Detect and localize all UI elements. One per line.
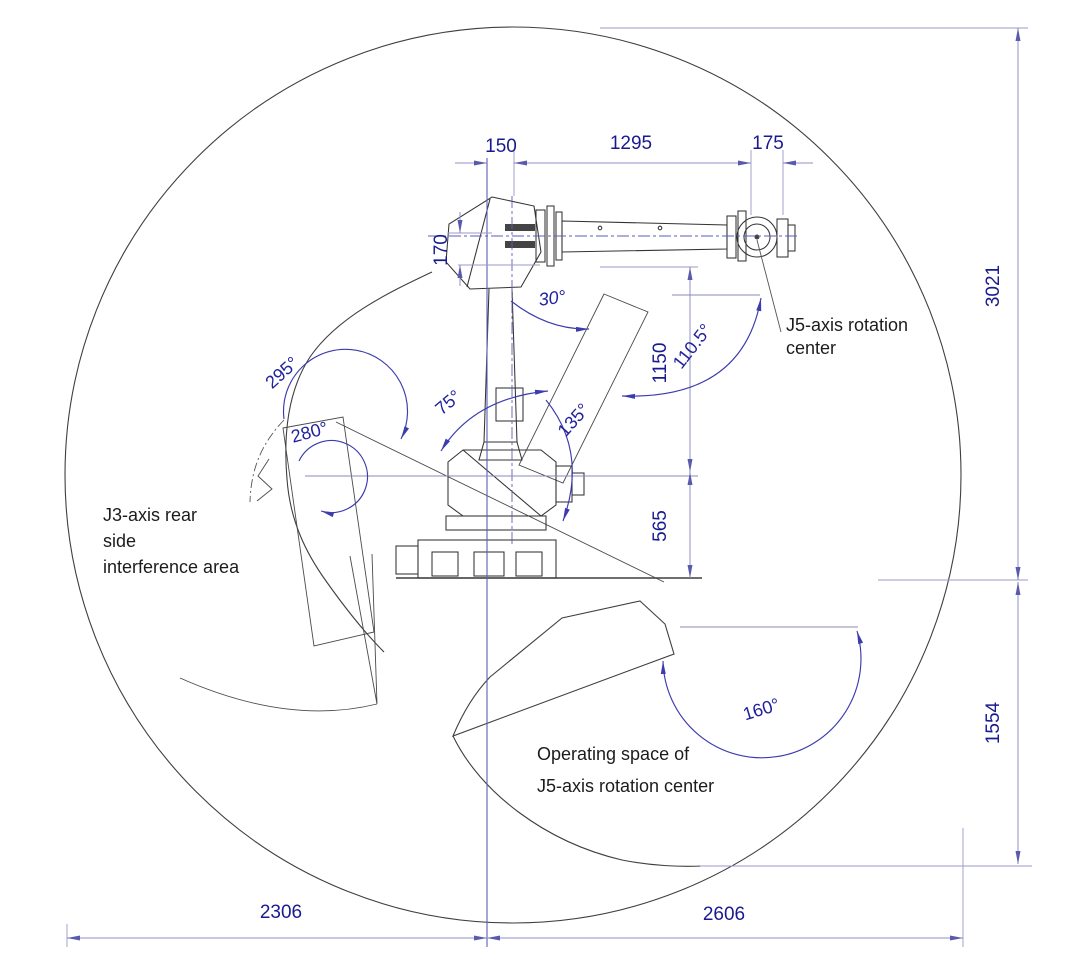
j5-callout-leader xyxy=(756,239,782,333)
vent-slit xyxy=(505,241,535,248)
arc-160deg xyxy=(660,630,864,759)
outer-reach-circle xyxy=(64,26,962,924)
arc-30deg xyxy=(510,300,590,332)
top-extension-lines xyxy=(513,150,784,215)
arc-75deg xyxy=(440,389,549,452)
lower-left-arc xyxy=(179,677,378,712)
op-space-line1: Operating space of xyxy=(537,744,690,764)
angle-arcs xyxy=(282,239,864,759)
angle-160-label: 160° xyxy=(741,694,782,724)
end-cap xyxy=(787,224,796,252)
dim-175-label: 175 xyxy=(752,133,784,154)
j5-callout-line2: center xyxy=(786,338,836,358)
envelope-geometry xyxy=(64,26,962,924)
forearm-tube xyxy=(561,220,728,253)
base-cutout xyxy=(515,551,543,577)
dim-2606-label: 2606 xyxy=(703,904,745,925)
dimension-text: 150 1295 175 170 1150 565 3021 1554 2306… xyxy=(260,133,1004,925)
j3-area-line1: J3-axis rear xyxy=(103,505,197,525)
right-extension-lines xyxy=(600,27,1032,867)
j2-detail-line xyxy=(462,449,542,517)
arc-280deg xyxy=(298,439,368,518)
angle-75-label: 75° xyxy=(431,386,465,419)
j5-center-dot xyxy=(754,234,760,240)
elbow-housing xyxy=(445,196,542,290)
j5-wrist-inner xyxy=(743,223,771,251)
arm-box xyxy=(495,387,524,422)
wrist-flange xyxy=(726,215,737,259)
arm-link xyxy=(478,441,523,461)
arc-110-5deg xyxy=(621,297,762,399)
arc-295deg xyxy=(282,348,410,440)
j3-interference-boundary xyxy=(285,271,433,653)
bottom-extension-lines xyxy=(66,828,964,947)
arm-pose-rect-left xyxy=(282,416,375,647)
dim-1295-label: 1295 xyxy=(610,133,652,154)
base-cutout xyxy=(473,551,505,577)
base-connector xyxy=(395,545,419,575)
elbow-detail-line xyxy=(466,198,491,288)
lower-boundary-scallop xyxy=(452,600,675,737)
dim-170-label: 170 xyxy=(431,234,452,266)
centerlines xyxy=(428,158,800,947)
break-zigzag xyxy=(256,458,273,502)
dim-170-extensions xyxy=(448,232,540,266)
dim-1554-label: 1554 xyxy=(983,701,1004,744)
angle-text: 30° 295° 280° 75° 135° 110.5° 160° xyxy=(261,286,782,724)
dim-2306-label: 2306 xyxy=(260,902,302,923)
lower-boundary-arc xyxy=(452,735,703,867)
arc-135deg xyxy=(545,399,573,522)
j3-area-line3: interference area xyxy=(103,557,240,577)
arm-pose-diagonal xyxy=(335,421,665,583)
dim-565-label: 565 xyxy=(650,510,671,542)
dimension-lines xyxy=(66,27,1032,947)
tube-bolt xyxy=(597,225,603,231)
wedge-lines xyxy=(349,553,378,705)
end-flange xyxy=(776,218,789,258)
dim-1150-label: 1150 xyxy=(650,343,671,384)
angle-295-label: 295° xyxy=(261,353,302,393)
swivel-base xyxy=(445,515,547,531)
robot-body xyxy=(395,196,796,579)
arm-pose-rect-right xyxy=(518,293,649,484)
angle-280-label: 280° xyxy=(289,418,330,447)
annotation-text: J5-axis rotation center J3-axis rear sid… xyxy=(103,315,908,796)
dim-150-label: 150 xyxy=(485,136,517,157)
base-cutout xyxy=(431,551,459,577)
angle-110-5-label: 110.5° xyxy=(669,320,716,372)
j5-callout-line1: J5-axis rotation xyxy=(786,315,908,335)
vent-slit xyxy=(505,224,535,231)
angle-30-label: 30° xyxy=(537,286,567,310)
op-space-line2: J5-axis rotation center xyxy=(537,776,714,796)
dim-3021-label: 3021 xyxy=(983,265,1004,307)
j3-area-line2: side xyxy=(103,531,136,551)
phantom-arc xyxy=(249,419,285,503)
tube-bolt xyxy=(657,225,663,231)
